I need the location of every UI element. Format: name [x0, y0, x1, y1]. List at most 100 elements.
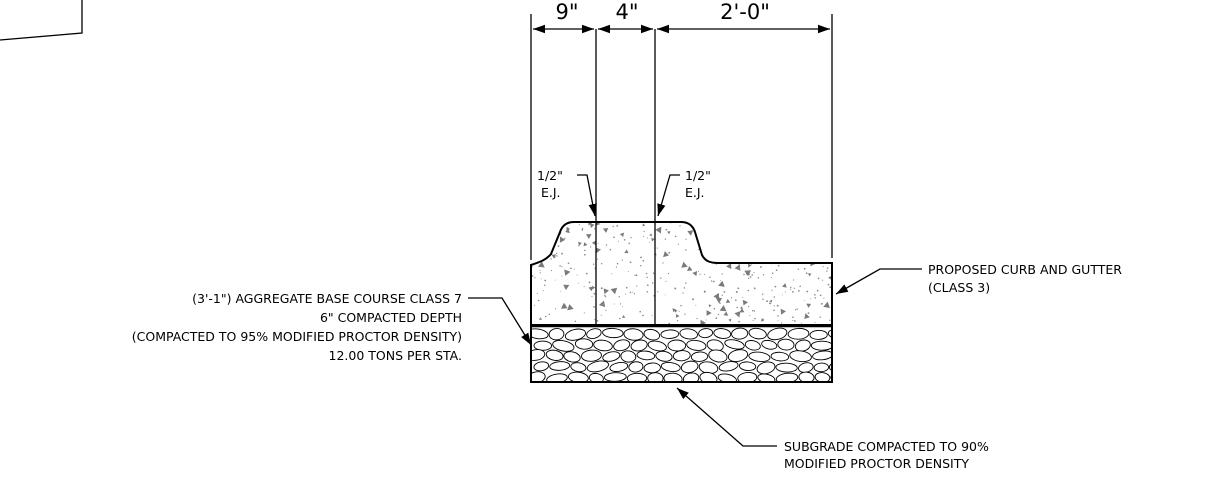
aggregate-stone — [570, 362, 587, 373]
stipple-dot — [805, 272, 808, 275]
aggregate-fleck — [716, 228, 723, 235]
stipple-dot — [540, 238, 542, 241]
stipple-dot — [738, 236, 740, 238]
stipple-dot — [656, 247, 658, 249]
stipple-dot — [772, 232, 774, 234]
stipple-dot — [816, 289, 819, 292]
aggregate-stone — [660, 361, 681, 373]
stipple-dot — [720, 237, 723, 240]
subgrade-callout-line2: MODIFIED PROCTOR DENSITY — [784, 456, 969, 471]
stipple-dot — [777, 228, 780, 231]
stipple-dot — [584, 253, 586, 256]
stipple-dot — [753, 271, 755, 273]
aggregate-fleck — [586, 234, 592, 239]
stipple-dot — [829, 242, 831, 244]
stipple-dot — [698, 237, 701, 240]
stipple-dot — [597, 258, 599, 260]
aggregate-stone — [834, 352, 850, 362]
stipple-dot — [798, 254, 800, 257]
aggregate-stone — [533, 340, 553, 351]
stipple-dot — [709, 245, 712, 248]
stipple-dot — [665, 280, 667, 282]
stipple-dot — [547, 225, 549, 227]
stipple-dot — [761, 229, 764, 231]
stipple-dot — [612, 225, 614, 228]
aggregate-fleck — [720, 233, 725, 238]
aggregate-fleck — [780, 308, 786, 315]
stipple-dot — [747, 305, 750, 308]
stipple-dot — [762, 318, 764, 321]
stipple-dot — [768, 302, 771, 304]
aggregate-stone — [604, 372, 627, 382]
aggregate-stone — [628, 361, 644, 373]
aggregate-stone — [636, 350, 656, 361]
stipple-dot — [600, 262, 603, 265]
stipple-dot — [589, 246, 592, 248]
stipple-dot — [684, 313, 686, 315]
base-callout-line3: (COMPACTED TO 95% MODIFIED PROCTOR DENSI… — [132, 329, 462, 344]
stipple-dot — [719, 226, 721, 228]
aggregate-fleck — [590, 223, 595, 228]
aggregate-fleck — [681, 261, 688, 268]
aggregate-stone — [787, 327, 810, 340]
aggregate-fleck — [559, 236, 566, 243]
joint-label-right-type: E.J. — [685, 185, 705, 200]
stipple-dot — [548, 313, 551, 316]
stipple-dot — [630, 237, 632, 239]
stipple-dot — [668, 322, 671, 325]
aggregate-stone — [830, 372, 832, 382]
base-callout-line1: (3'-1") AGGREGATE BASE COURSE CLASS 7 — [192, 291, 462, 306]
aggregate-fleck — [542, 245, 546, 248]
stipple-dot — [618, 296, 621, 298]
stipple-dot — [634, 274, 636, 276]
stipple-dot — [593, 286, 595, 288]
aggregate-fleck — [692, 271, 698, 277]
stipple-dot — [662, 262, 664, 264]
stipple-dot — [564, 237, 566, 240]
stipple-dot — [770, 276, 772, 278]
aggregate-stone — [620, 350, 637, 363]
aggregate-stone — [643, 362, 661, 374]
aggregate-stone — [647, 340, 667, 352]
aggregate-stone — [586, 328, 602, 339]
aggregate-fleck — [622, 315, 626, 318]
aggregate-fleck — [547, 245, 552, 250]
stipple-dot — [790, 288, 792, 290]
aggregate-fleck — [778, 257, 782, 261]
stipple-dot — [682, 292, 684, 294]
stipple-dot — [621, 259, 623, 261]
stipple-dot — [823, 297, 825, 299]
stipple-dot — [753, 287, 756, 290]
stipple-dot — [771, 272, 774, 274]
stipple-dot — [605, 244, 608, 246]
stipple-dot — [646, 284, 649, 287]
stipple-dot — [819, 294, 822, 297]
stipple-dot — [826, 270, 828, 272]
stipple-dot — [748, 222, 750, 223]
stipple-dot — [543, 284, 546, 286]
stipple-dot — [794, 235, 797, 238]
stipple-dot — [642, 314, 644, 317]
stipple-dot — [721, 294, 723, 296]
aggregate-stone — [731, 327, 749, 340]
stipple-dot — [585, 272, 588, 275]
stipple-dot — [772, 232, 774, 235]
stipple-dot — [751, 309, 754, 312]
aggregate-fleck — [797, 231, 804, 238]
aggregate-fleck — [823, 301, 830, 308]
stipple-dot — [683, 287, 686, 289]
stipple-dot — [742, 231, 745, 233]
stipple-dot — [592, 263, 595, 265]
stipple-dot — [784, 239, 786, 241]
stipple-dot — [822, 266, 824, 268]
stipple-dot — [540, 278, 542, 280]
aggregate-stone — [680, 360, 699, 374]
stipple-dot — [740, 230, 742, 232]
stipple-dot — [695, 304, 697, 306]
aggregate-fleck — [713, 293, 720, 300]
aggregate-stone — [813, 362, 829, 373]
stipple-dot — [561, 275, 563, 277]
stipple-dot — [789, 239, 792, 242]
aggregate-stone — [775, 362, 798, 373]
aggregate-stone — [713, 328, 732, 339]
